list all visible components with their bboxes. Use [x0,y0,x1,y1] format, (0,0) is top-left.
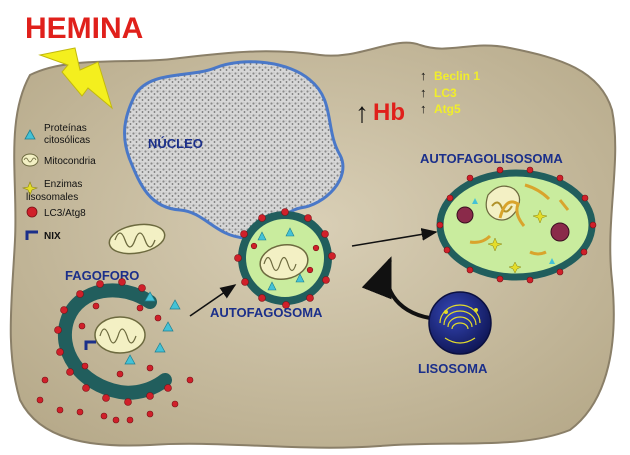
upregulated-arrow-1: ↑ [420,68,427,83]
title: HEMINA [25,12,143,45]
vesicle-1 [456,206,474,224]
upregulated-label-3: Atg5 [434,102,461,116]
triangle-icon [24,129,36,140]
hb-up-arrow: ↑ [355,97,369,128]
hb-label: Hb [373,99,405,126]
upregulated-label-2: LC3 [434,86,457,100]
upregulated-list: ↑ Beclin 1 ↑ LC3 ↑ Atg5 [420,68,480,116]
arrow-to-autophagosome [189,284,237,317]
phagophore-lc3-dots [36,278,194,424]
mitochondrion-free [108,223,166,255]
nucleus-label: NÚCLEO [148,136,203,151]
legend-enzyme-line-1: Enzimas [44,179,82,190]
autophagolysosome [436,166,597,284]
legend-enzyme-line-2: lisosomales [26,192,78,203]
legend-protein-line-2: citosólicas [44,135,90,146]
nucleus [123,60,345,240]
legend-protein-line-1: Proteínas [44,123,87,134]
autophagolysosome-label: AUTOFAGOLISOSOMA [420,151,563,166]
mitochondria-icon [21,153,39,167]
partially-digested-mitochondrion [498,200,526,227]
legend: Proteínas citosólicas Mitocondria Enzima… [21,123,96,242]
legend-lc3-label: LC3/Atg8 [44,208,86,219]
vesicle-2 [550,222,570,242]
lysosome [428,291,492,355]
legend-nix-label: NIX [44,231,61,242]
lysosome-label: LISOSOMA [418,361,488,376]
legend-mito-label: Mitocondria [44,156,96,167]
autophagosome-label: AUTOFAGOSOMA [210,305,323,320]
upregulated-arrow-3: ↑ [420,101,427,116]
nix-marker-icon [84,340,96,350]
upregulated-arrow-2: ↑ [420,85,427,100]
nix-bracket-icon [25,230,38,240]
arrow-lysosome-fusion [361,256,431,320]
phagophore-membrane [57,283,172,400]
phagophore-mitochondrion [94,316,146,354]
enzyme-star-icon [21,181,39,196]
phagophore-label: FAGOFORO [65,268,139,283]
red-dot-icon [26,206,38,218]
autophagosome [234,208,336,309]
arrow-to-autophagolysosome [351,228,438,247]
upregulated-label-1: Beclin 1 [434,69,480,83]
lightning-bolt-icon [38,47,113,110]
phagophore-proteins [124,291,181,365]
